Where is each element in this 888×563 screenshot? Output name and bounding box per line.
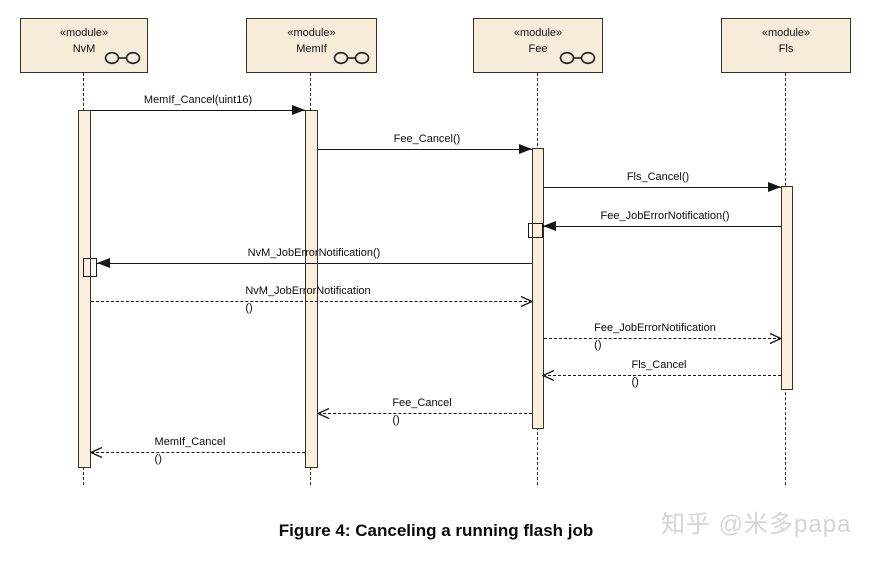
message-label: MemIf_Cancel(uint16) [144,93,252,108]
message-label-text: Fee_JobErrorNotification() [600,210,730,222]
interface-lollipop-icon [104,51,141,65]
nested-activation-nvm [83,258,97,277]
message-line [543,226,781,227]
message-label-parens: () [154,453,162,465]
message-line [318,413,532,414]
activation-bar-memif [305,110,318,468]
stereotype-label: «module» [287,27,336,39]
activation-bar-nvm [78,110,91,468]
participant-box-memif: «module» MemIf [246,18,377,73]
message-label-text: Fls_Cancel [631,359,687,371]
message-line [91,110,305,111]
stereotype-label: «module» [513,27,563,39]
message-label: Fee_JobErrorNotification() [601,209,730,224]
message-label: Fee_Cancel() [394,132,461,147]
message-arrowhead-solid [97,258,110,268]
message-label: NvM_JobErrorNotification () [245,284,370,316]
message-arrowhead-open [520,295,533,308]
participant-name: NvM [72,43,96,55]
message-label: MemIf_Cancel () [155,435,226,467]
message-line [318,149,532,150]
message-label-text: Fee_Cancel() [393,133,461,145]
stereotype-label: «module» [59,27,109,39]
message-line [543,375,781,376]
message-label-text: NvM_JobErrorNotification() [247,247,381,259]
message-label-text: Fee_JobErrorNotification [594,322,716,334]
message-arrowhead-open [90,446,103,459]
figure-caption: Figure 4: Canceling a running flash job [278,521,594,540]
message-label-parens: () [594,339,602,351]
message-label: Fee_Cancel () [392,396,451,428]
message-line [97,263,532,264]
message-line [544,338,781,339]
participant-name: MemIf [296,43,327,55]
nested-activation-fee [528,223,543,238]
message-line [91,301,532,302]
message-arrowhead-open [542,369,555,382]
participant-box-fls: «module» Fls [721,18,851,73]
participant-name: Fee [528,43,548,55]
message-arrowhead-open [317,407,330,420]
message-label-text: MemIf_Cancel [154,436,226,448]
message-label-text: MemIf_Cancel(uint16) [143,94,253,106]
message-label: Fls_Cancel () [631,358,686,390]
message-label-parens: () [245,302,253,314]
message-label-parens: () [631,376,639,388]
message-line [544,187,781,188]
message-arrowhead-solid [292,105,305,115]
participant-box-nvm: «module» NvM [20,18,148,73]
activation-bar-fee [532,148,544,429]
message-arrowhead-solid [768,182,781,192]
watermark-text: 知乎 @米多papa [661,511,852,538]
message-arrowhead-open [769,332,782,345]
message-label: Fee_JobErrorNotification () [594,321,716,353]
stereotype-label: «module» [761,27,811,39]
message-label: Fls_Cancel() [627,170,689,185]
message-label-text: NvM_JobErrorNotification [245,285,371,297]
interface-lollipop-icon [333,51,370,65]
message-arrowhead-solid [543,221,556,231]
message-label: NvM_JobErrorNotification() [248,246,381,261]
interface-lollipop-icon [559,51,596,65]
message-line [91,452,305,453]
message-label-parens: () [392,414,400,426]
message-label-text: Fee_Cancel [392,397,452,409]
message-arrowhead-solid [519,144,532,154]
message-label-text: Fls_Cancel() [626,171,690,183]
participant-box-fee: «module» Fee [473,18,603,73]
participant-name: Fls [778,43,794,55]
activation-bar-fls [781,186,793,390]
